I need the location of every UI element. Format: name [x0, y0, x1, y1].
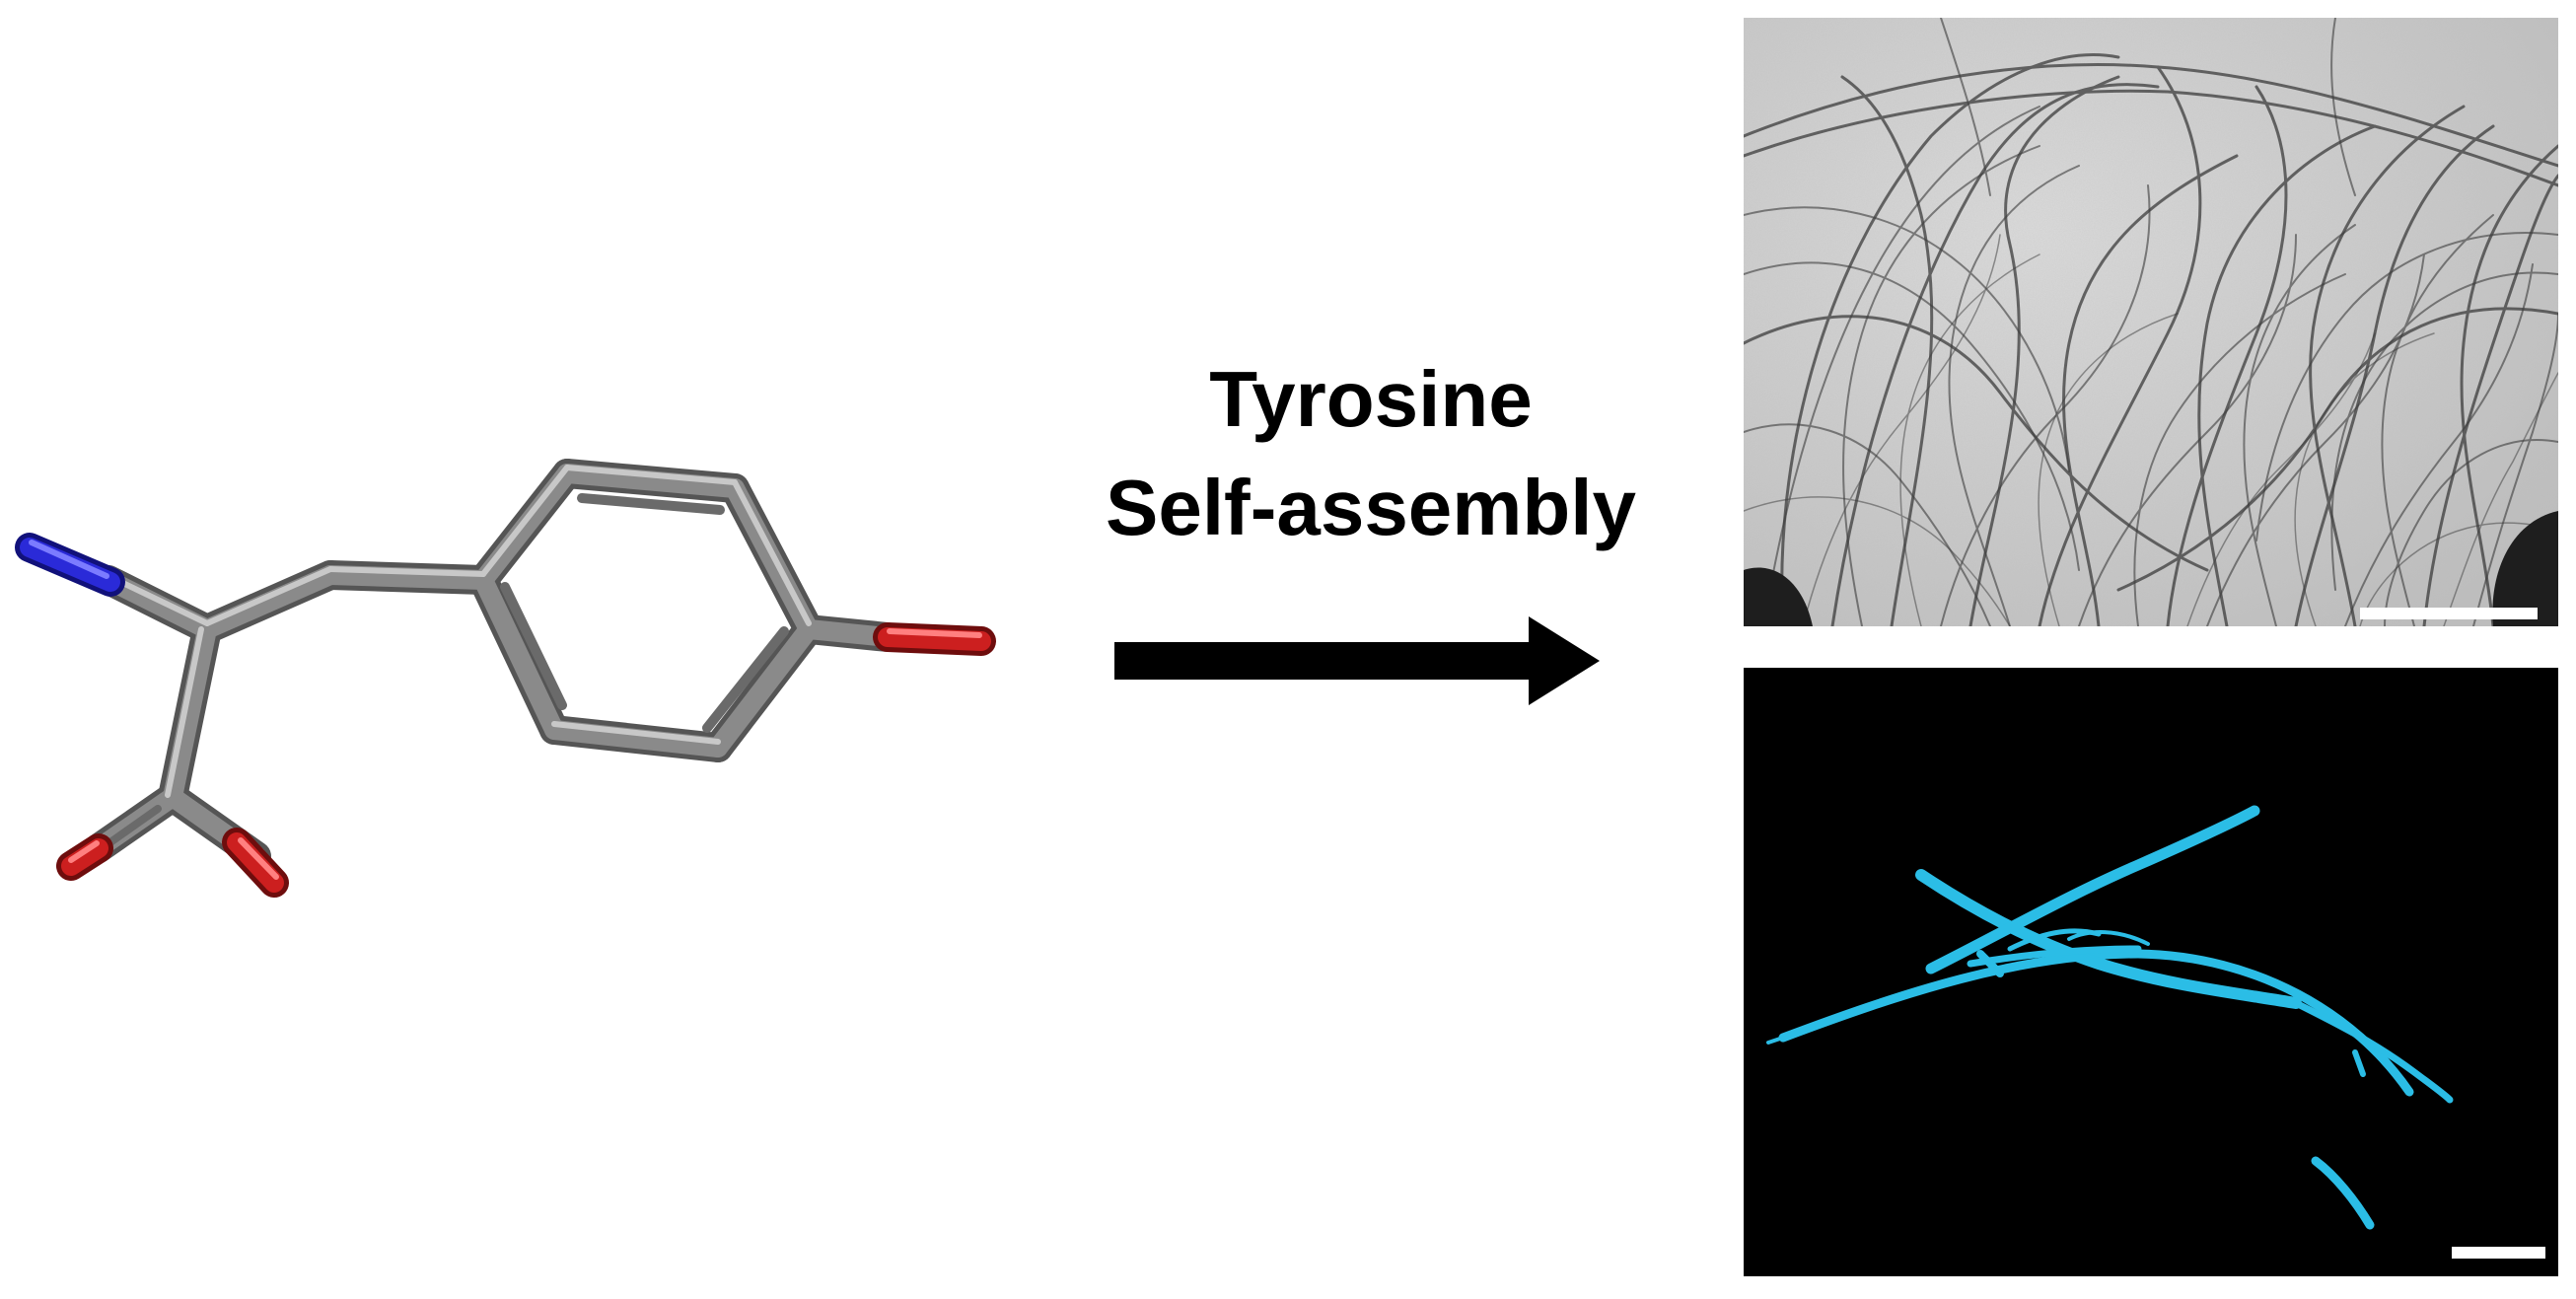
fibril-network — [1744, 18, 2558, 626]
reaction-arrow — [1114, 616, 1600, 705]
hydroxyl-carboxyl-oxygen-atom — [222, 828, 289, 898]
fluorescent-fibrils — [1766, 805, 2454, 1230]
carbon-bonds — [84, 459, 902, 871]
carbonyl-oxygen-atom — [56, 833, 113, 881]
grid-film-edge-left — [1744, 567, 1813, 626]
process-label-line2: Self-assembly — [1105, 464, 1637, 551]
grid-film-edge-right — [2492, 511, 2558, 626]
hydroxyl-oxygen-atom — [873, 622, 996, 656]
tem-micrograph — [1744, 18, 2558, 626]
process-label-line1: Tyrosine — [1209, 355, 1533, 443]
nitrogen-atom — [15, 533, 125, 597]
confocal-fluorescence-image — [1744, 668, 2558, 1276]
tyrosine-molecule-model — [15, 459, 996, 898]
confocal-scale-bar — [2452, 1247, 2545, 1259]
tem-scale-bar — [2360, 608, 2538, 619]
